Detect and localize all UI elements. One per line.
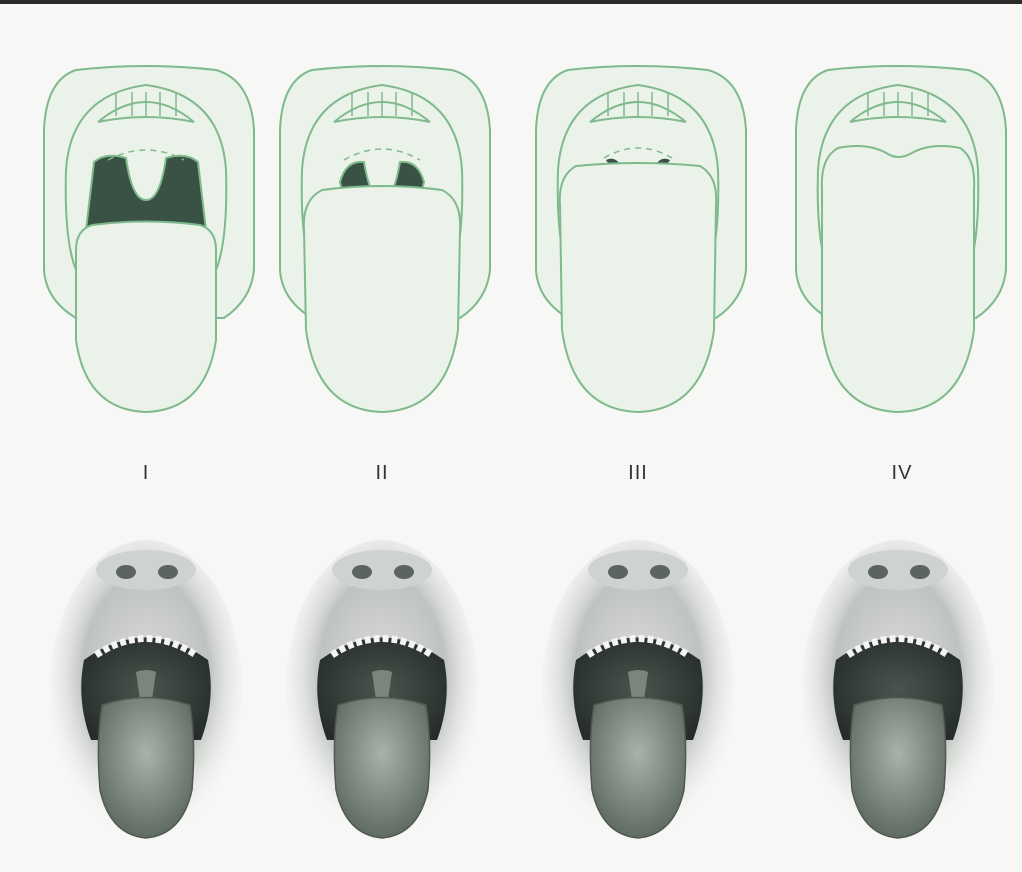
class-label-iv: IV bbox=[842, 462, 962, 485]
oral-diagram-1 bbox=[44, 66, 254, 412]
nose bbox=[96, 550, 196, 590]
oral-diagram-4 bbox=[796, 66, 1006, 412]
nostril bbox=[352, 565, 372, 579]
nostril bbox=[608, 565, 628, 579]
nostril bbox=[910, 565, 930, 579]
tongue bbox=[560, 163, 716, 412]
photo-tongue bbox=[98, 698, 193, 839]
photo-tongue bbox=[850, 698, 945, 839]
oral-photo-3 bbox=[542, 540, 734, 840]
oral-diagram-3 bbox=[536, 66, 746, 412]
nostril bbox=[394, 565, 414, 579]
nostril bbox=[650, 565, 670, 579]
tongue bbox=[822, 146, 974, 412]
nose bbox=[848, 550, 948, 590]
oral-photo-4 bbox=[802, 540, 994, 840]
nostril bbox=[868, 565, 888, 579]
class-label-ii: II bbox=[322, 462, 442, 485]
class-label-iii: III bbox=[578, 462, 698, 485]
nose bbox=[588, 550, 688, 590]
oral-photo-2 bbox=[286, 540, 478, 840]
nostril bbox=[158, 565, 178, 579]
photo-tongue bbox=[334, 698, 429, 839]
photo-tongue bbox=[590, 698, 685, 839]
class-label-i: I bbox=[86, 462, 206, 485]
oral-photo-1 bbox=[50, 540, 242, 840]
tongue bbox=[304, 186, 460, 412]
nose bbox=[332, 550, 432, 590]
oral-diagram-2 bbox=[280, 66, 490, 412]
tongue bbox=[76, 222, 216, 413]
nostril bbox=[116, 565, 136, 579]
